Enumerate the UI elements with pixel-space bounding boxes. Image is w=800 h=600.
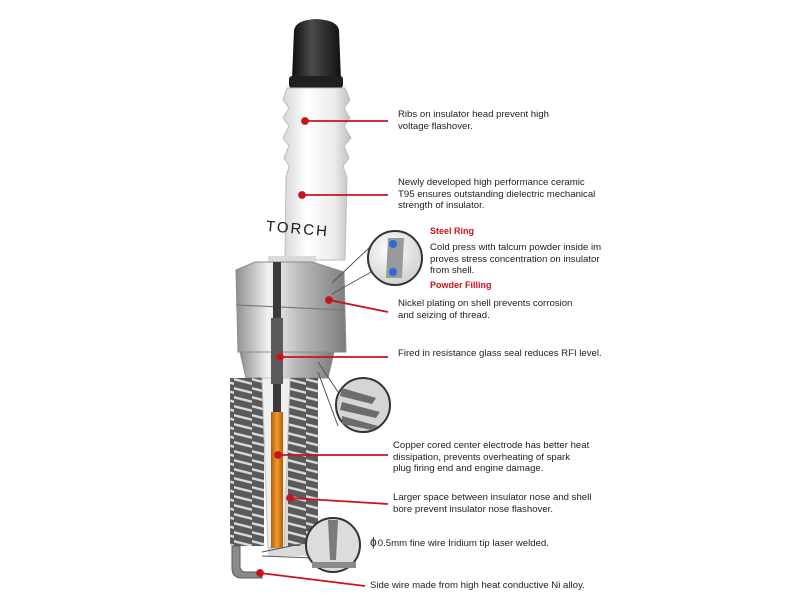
steel-ring-marker: [389, 240, 397, 248]
annotation-nickel: Nickel plating on shell prevents corrosi…: [398, 298, 573, 321]
powder-filling-marker: [389, 268, 397, 276]
terminal-collar: [289, 76, 343, 88]
resistance-glass-seal: [271, 318, 283, 384]
leader-side-wire: [259, 572, 366, 587]
shell-thread-right: [288, 378, 318, 546]
annotation-glass-seal: Fired in resistance glass seal reduces R…: [398, 348, 602, 359]
callout-powder-filling: Powder Filling: [430, 280, 492, 290]
shell-thread-left: [230, 378, 264, 546]
zoom-thread: [317, 361, 391, 433]
brand-label: TORCH: [265, 218, 329, 240]
spark-plug: TORCH: [230, 19, 352, 579]
leader-nickel: [328, 299, 389, 313]
annotation-side-wire: Side wire made from high heat conductive…: [370, 580, 585, 591]
insulator: [282, 87, 352, 261]
leader-lines: [256, 117, 389, 587]
annotation-copper: Copper cored center electrode has better…: [393, 440, 590, 475]
annotation-ceramic: Newly developed high performance ceramic…: [398, 177, 596, 212]
copper-core: [271, 412, 283, 548]
shell-hex-edge: [235, 304, 345, 311]
phi-symbol: ϕ: [370, 535, 377, 549]
zoom-tip: [261, 517, 361, 573]
shell-body: [239, 351, 335, 379]
leader-space: [289, 497, 389, 505]
terminal-nut: [292, 19, 341, 80]
callout-steel-ring: Steel Ring: [430, 226, 475, 236]
annotation-iridium: ϕ0.5mm fine wire Iridium tip laser welde…: [370, 535, 549, 549]
annotation-space: Larger space between insulator nose and …: [393, 492, 592, 515]
zoom-powder-seal: [331, 230, 423, 295]
